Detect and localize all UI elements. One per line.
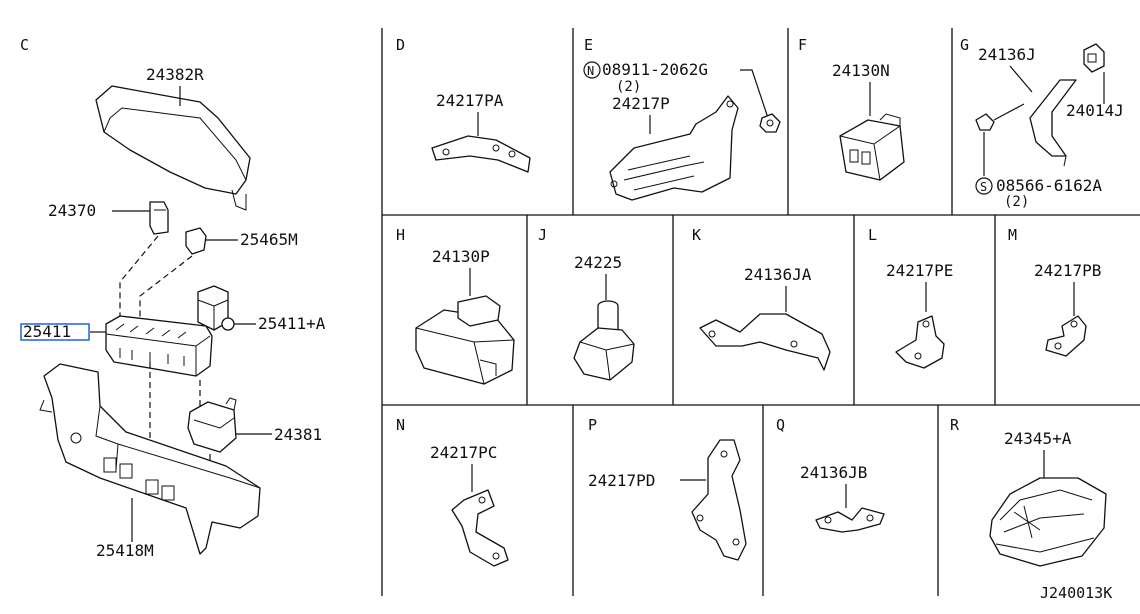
section-label-k: K xyxy=(692,226,701,244)
part-24136j-strap[interactable] xyxy=(1029,79,1077,167)
part-number-24225[interactable]: 24225 xyxy=(574,253,622,272)
section-label-q: Q xyxy=(776,416,785,434)
part-25418m-bracket[interactable] xyxy=(39,363,261,555)
part-number-24136ja[interactable]: 24136JA xyxy=(744,265,812,284)
part-number-24130p[interactable]: 24130P xyxy=(432,247,490,266)
part-number-24217pa[interactable]: 24217PA xyxy=(436,91,504,110)
grid-lines xyxy=(381,28,1140,596)
selected-part-highlight[interactable] xyxy=(20,323,90,341)
section-q: Q 24136JB xyxy=(776,416,885,533)
part-24345a-cover[interactable] xyxy=(989,477,1107,567)
section-label-n: N xyxy=(396,416,405,434)
part-number-24370[interactable]: 24370 xyxy=(48,201,96,220)
part-25411-fuse-block[interactable] xyxy=(105,315,213,377)
part-number-24217p[interactable]: 24217P xyxy=(612,94,670,113)
section-label-j: J xyxy=(538,226,547,244)
part-24225-cap[interactable] xyxy=(573,300,635,381)
part-number-24345a[interactable]: 24345+A xyxy=(1004,429,1072,448)
part-number-24217pd[interactable]: 24217PD xyxy=(588,471,655,490)
nut-quantity: (2) xyxy=(616,79,641,95)
part-24217pa-bracket[interactable] xyxy=(431,135,531,173)
section-label-g: G xyxy=(960,36,969,54)
part-number-25411a[interactable]: 25411+A xyxy=(258,314,326,333)
screw-symbol: S xyxy=(980,180,987,194)
part-24014j-clip[interactable] xyxy=(1083,43,1105,73)
part-24370-relay[interactable] xyxy=(149,201,169,235)
section-label-m: M xyxy=(1008,226,1017,244)
part-number-08911-2062g[interactable]: 08911-2062G xyxy=(602,60,708,79)
section-label-l: L xyxy=(868,226,877,244)
part-25465m-fuse[interactable] xyxy=(185,227,207,255)
part-24382r-cover[interactable] xyxy=(95,85,251,211)
part-08911-2062g-nut[interactable] xyxy=(759,113,781,133)
section-label-d: D xyxy=(396,36,405,54)
section-e: E N 08911-2062G (2) 24217P xyxy=(583,36,781,201)
part-08566-6162a-screw[interactable] xyxy=(975,103,1025,131)
section-label-e: E xyxy=(584,36,593,54)
section-label-c: C xyxy=(20,36,29,54)
part-24136ja-bracket[interactable] xyxy=(699,313,831,371)
section-label-r: R xyxy=(950,416,960,434)
part-24217p-bracket[interactable] xyxy=(609,95,739,201)
section-d: D 24217PA xyxy=(396,36,531,173)
section-r: R 24345+A xyxy=(950,416,1107,567)
part-number-25411[interactable]: 25411 xyxy=(23,322,71,341)
part-24130n-connector[interactable] xyxy=(839,113,905,181)
part-24130p-module[interactable] xyxy=(415,295,515,385)
part-number-24136j[interactable]: 24136J xyxy=(978,45,1036,64)
part-25411a-relay[interactable] xyxy=(197,285,235,331)
diagram-id: J240013K xyxy=(1040,584,1112,602)
section-p: P 24217PD xyxy=(588,416,747,561)
part-24217pc-bracket[interactable] xyxy=(451,489,509,567)
screw-quantity: (2) xyxy=(1004,194,1029,210)
section-l: L 24217PE xyxy=(868,226,953,369)
part-24136jb-bracket[interactable] xyxy=(815,507,885,533)
section-label-h: H xyxy=(396,226,405,244)
section-g: G 24136J 24014J S 08566-6162A (2) xyxy=(960,36,1124,210)
part-number-24217pe[interactable]: 24217PE xyxy=(886,261,953,280)
section-label-p: P xyxy=(588,416,597,434)
part-number-25465m[interactable]: 25465M xyxy=(240,230,298,249)
section-h: H 24130P xyxy=(396,226,515,385)
part-number-24014j[interactable]: 24014J xyxy=(1066,101,1124,120)
part-number-24217pc[interactable]: 24217PC xyxy=(430,443,497,462)
part-24217pd-bracket[interactable] xyxy=(691,439,747,561)
part-number-24382r[interactable]: 24382R xyxy=(146,65,204,84)
part-number-25418m[interactable]: 25418M xyxy=(96,541,154,560)
part-number-24136jb[interactable]: 24136JB xyxy=(800,463,867,482)
nut-symbol: N xyxy=(587,64,594,78)
part-number-24381[interactable]: 24381 xyxy=(274,425,322,444)
part-24381-holder[interactable] xyxy=(187,397,237,453)
nut-symbol-circle xyxy=(583,61,601,79)
section-m: M 24217PB xyxy=(1008,226,1101,357)
part-number-24130n[interactable]: 24130N xyxy=(832,61,890,80)
section-k: K 24136JA xyxy=(692,226,831,371)
screw-symbol-circle xyxy=(975,177,993,195)
part-number-08566-6162a[interactable]: 08566-6162A xyxy=(996,176,1102,195)
section-n: N 24217PC xyxy=(396,416,509,567)
part-24217pe-bracket[interactable] xyxy=(895,315,945,369)
section-j: J 24225 xyxy=(538,226,635,381)
section-f: F 24130N xyxy=(798,36,905,181)
part-24217pb-bracket[interactable] xyxy=(1045,315,1087,357)
part-number-24217pb[interactable]: 24217PB xyxy=(1034,261,1101,280)
section-label-f: F xyxy=(798,36,807,54)
section-c: C 24382R 24370 25465M xyxy=(20,36,326,560)
